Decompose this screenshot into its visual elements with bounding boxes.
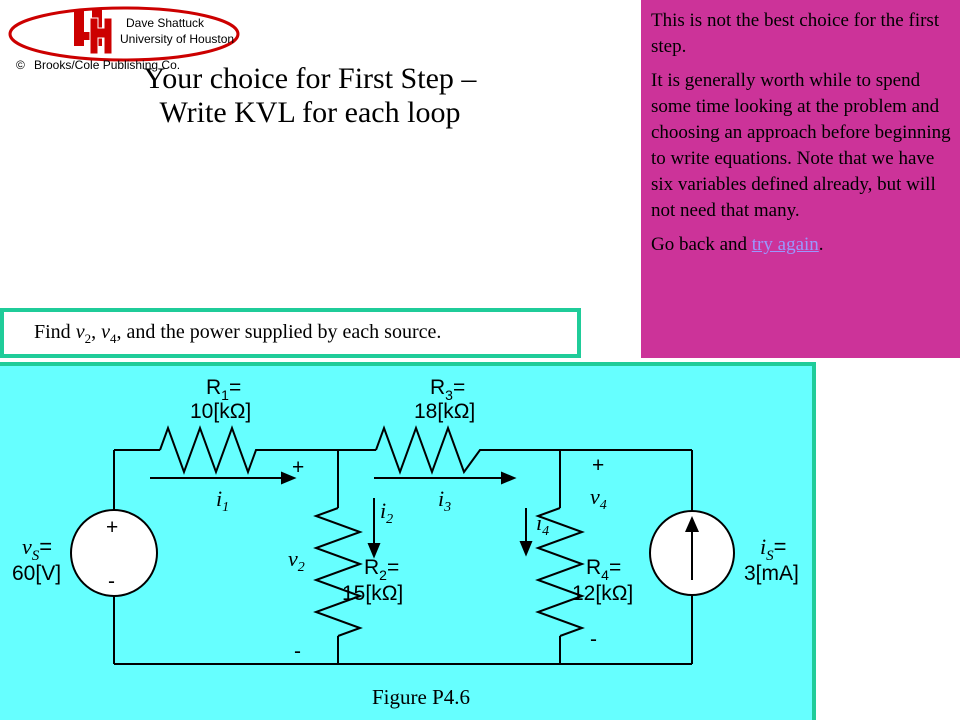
label-r2-name: R2=: [364, 556, 399, 583]
logo-publisher: Brooks/Cole Publishing Co.: [34, 58, 181, 72]
logo: Dave Shattuck University of Houston © Br…: [6, 4, 246, 74]
title-line-2: Write KVL for each loop: [159, 96, 461, 129]
problem-v2-var: v: [75, 321, 85, 343]
label-vs-value: 60[V]: [12, 562, 61, 585]
v2-plus: +: [292, 456, 304, 479]
feedback-go-back-text: Go back and: [651, 234, 752, 255]
university-logo-mark: [8, 6, 240, 62]
vs-minus: -: [108, 570, 115, 593]
problem-prefix: Find: [34, 321, 76, 343]
current-source-arrowhead: [685, 516, 699, 532]
label-r2-value: 15[kΩ]: [342, 582, 403, 605]
label-r4-name: R4=: [586, 556, 621, 583]
resistor-r4: [535, 507, 585, 637]
label-i2: i2: [380, 498, 393, 527]
label-is-name: iS=: [760, 534, 786, 564]
logo-institution: University of Houston: [120, 32, 235, 46]
label-r4-value: 12[kΩ]: [572, 582, 633, 605]
problem-statement: Find v2, v4, and the power supplied by e…: [0, 308, 581, 358]
circuit-diagram: R1= 10[kΩ] R3= 18[kΩ] R2= 15[kΩ] R4= 12[…: [12, 376, 799, 709]
problem-v2: v: [76, 321, 85, 343]
label-i3: i3: [438, 486, 451, 515]
problem-sep: ,: [91, 321, 102, 343]
copyright-symbol: ©: [16, 58, 25, 72]
label-v2: v2: [288, 546, 305, 575]
feedback-para-3: Go back and try again.: [651, 232, 952, 258]
voltage-source-vs: [70, 509, 158, 597]
arrow-i3-head: [501, 471, 517, 485]
label-v4: v4: [590, 484, 607, 513]
feedback-period: .: [818, 234, 824, 255]
slide-title: Your choice for First Step – Write KVL f…: [100, 62, 520, 130]
problem-v2-sub: 2: [84, 331, 92, 346]
circuit-figure: R1= 10[kΩ] R3= 18[kΩ] R2= 15[kΩ] R4= 12[…: [0, 362, 816, 720]
label-r3-name: R3=: [430, 376, 465, 403]
arrow-i2-head: [367, 543, 381, 559]
v4-minus: -: [590, 628, 597, 651]
label-r3-value: 18[kΩ]: [414, 400, 475, 423]
arrow-i1-head: [281, 471, 297, 485]
figure-caption: Figure P4.6: [372, 685, 470, 709]
label-vs-name: vS=: [22, 534, 52, 564]
problem-v4: v: [101, 321, 110, 343]
v2-minus: -: [294, 640, 301, 663]
label-i4: i4: [536, 510, 549, 539]
problem-suffix: , and the power supplied by each source.: [116, 321, 442, 343]
label-is-value: 3[mA]: [744, 562, 799, 585]
v4-plus: +: [592, 454, 604, 477]
logo-uh-letter-h: [89, 17, 113, 55]
logo-oval: [8, 6, 240, 62]
label-i1: i1: [216, 486, 229, 515]
feedback-box: This is not the best choice for the firs…: [641, 0, 960, 358]
logo-author: Dave Shattuck: [126, 16, 205, 30]
problem-v4-var: v: [101, 321, 110, 343]
label-r1-value: 10[kΩ]: [190, 400, 251, 423]
arrow-i4-head: [519, 541, 533, 557]
resistor-r1: [159, 425, 264, 475]
feedback-para-2: It is generally worth while to spend som…: [651, 70, 951, 221]
problem-v4-sub: 4: [109, 331, 117, 346]
resistor-r2: [313, 507, 363, 637]
resistor-r3: [375, 425, 488, 475]
label-r1-name: R1=: [206, 376, 241, 403]
try-again-link[interactable]: try again: [751, 234, 819, 255]
title-line-1: Your choice for First Step –: [143, 62, 477, 95]
vs-plus: +: [106, 516, 118, 539]
feedback-para-1: This is not the best choice for the firs…: [651, 10, 940, 57]
